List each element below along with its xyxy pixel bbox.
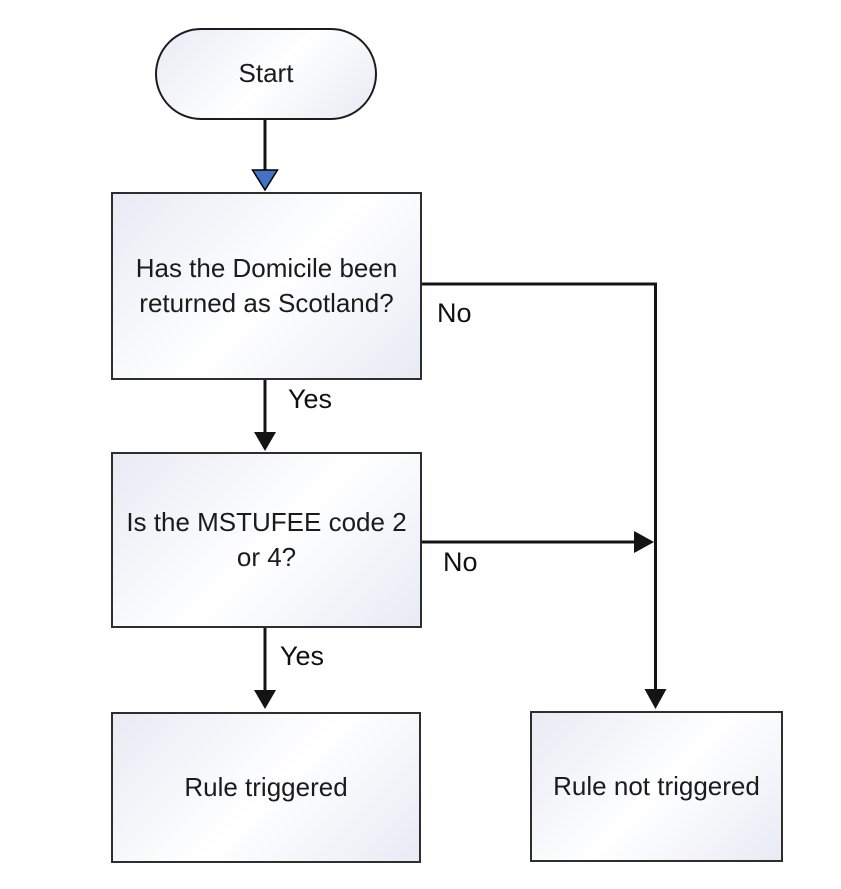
edge-decision1-no [422,282,657,689]
arrowhead-into-decision2-icon [254,432,276,451]
node-rule-triggered-label: Rule triggered [184,771,348,802]
node-decision-domicile-scotland-label: Has the Domicile been returned as Scotla… [135,252,398,318]
arrowhead-decision2-no-icon [634,531,654,553]
node-rule-not-triggered: Rule not triggered [530,711,783,862]
node-decision-mstufee-code-label: Is the MSTUFEE code 2 or 4? [126,506,407,572]
arrowhead-into-rule-not-triggered-icon [644,689,667,709]
node-rule-triggered: Rule triggered [111,712,421,863]
edge-label-decision2-yes: Yes [280,641,325,671]
node-decision-domicile-scotland: Has the Domicile been returned as Scotla… [111,192,422,380]
start-arrowhead-icon [251,169,279,192]
node-start-label: Start [238,58,294,89]
edge-label-decision1-yes: Yes [288,384,333,414]
node-rule-not-triggered-label: Rule not triggered [553,770,760,801]
arrowhead-into-rule-triggered-icon [254,690,276,709]
node-start: Start [155,28,377,120]
node-decision-mstufee-code: Is the MSTUFEE code 2 or 4? [111,452,422,628]
edge-label-decision2-no: No [443,547,478,577]
edge-label-decision1-no: No [437,298,472,328]
